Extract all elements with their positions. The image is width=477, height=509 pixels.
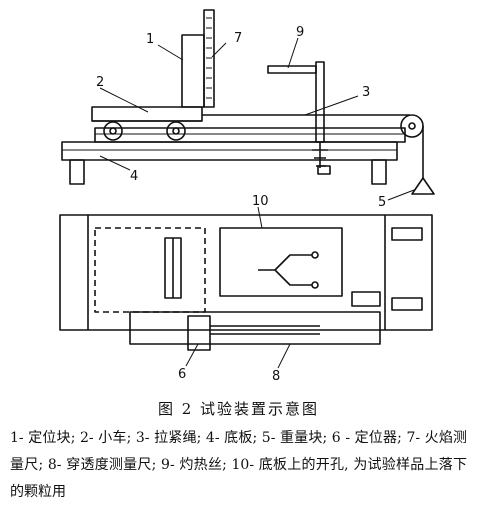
flame-measuring-ruler xyxy=(181,9,215,108)
callout-6: 6 xyxy=(178,367,186,382)
base-plate xyxy=(61,141,398,185)
callout-7: 7 xyxy=(234,31,242,46)
callout-1: 1 xyxy=(146,32,154,47)
callout-5: 5 xyxy=(378,195,386,210)
callout-10: 10 xyxy=(252,194,269,209)
caption-legend: 1- 定位块; 2- 小车; 3- 拉紧绳; 4- 底板; 5- 重量块; 6 … xyxy=(10,430,467,500)
figure-caption: 图 2 试验装置示意图 1- 定位块; 2- 小车; 3- 拉紧绳; 4- 底板… xyxy=(0,398,477,506)
callout-4: 4 xyxy=(130,169,138,184)
callout-8: 8 xyxy=(272,369,280,384)
callout-leaders xyxy=(99,37,415,369)
guide-rail xyxy=(94,127,406,143)
callout-2: 2 xyxy=(96,75,104,90)
callout-9: 9 xyxy=(296,25,304,40)
glow-wire-top xyxy=(258,254,312,286)
base-plate-opening xyxy=(219,227,343,297)
caption-title: 图 2 试验装置示意图 xyxy=(157,400,320,418)
top-view xyxy=(59,214,433,351)
glow-wire-assembly xyxy=(267,61,331,175)
tension-cord-and-weight xyxy=(202,114,435,195)
cart xyxy=(91,106,203,141)
apparatus-diagram: 1 7 2 3 9 4 5 10 6 8 xyxy=(59,9,435,384)
callout-3: 3 xyxy=(362,85,370,100)
side-view xyxy=(61,9,435,195)
